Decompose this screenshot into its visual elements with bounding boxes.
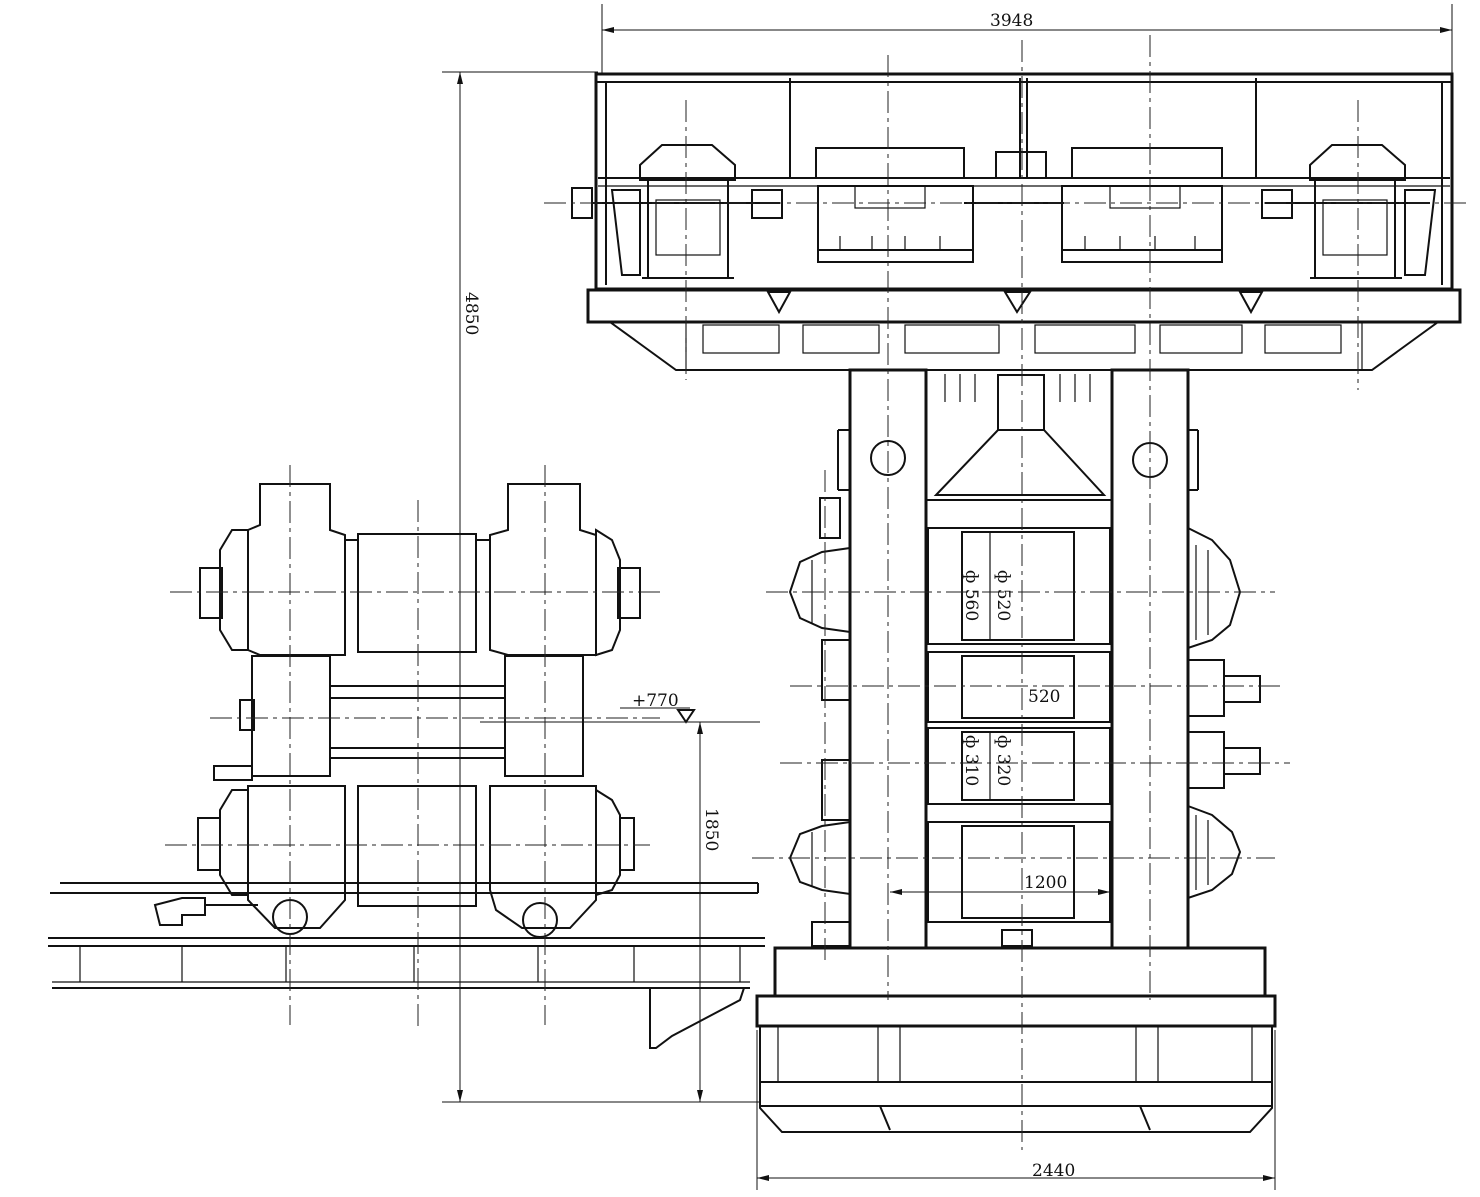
screwdown-gearbox-left (571, 144, 783, 279)
side-chock-column-left (197, 483, 346, 935)
level-height-label: 1850 (701, 808, 721, 851)
dim-total-height (442, 71, 760, 1103)
level-mark-label: +770 (632, 691, 679, 711)
housing-post-left (837, 368, 928, 950)
roll-dia-backup-a: ф 520 (993, 570, 1013, 621)
front-view: 3948 (544, 4, 1470, 1190)
dim-base-width (756, 1030, 1276, 1190)
top-crossbeam (586, 72, 1462, 371)
dim-total-height-label: 4850 (461, 292, 481, 335)
side-rolls (330, 533, 505, 907)
stand-base (755, 946, 1277, 1133)
roll-dia-work-a: ф 320 (993, 735, 1013, 786)
dim-top-width (601, 4, 1453, 75)
housing-post-right (1110, 368, 1199, 950)
chock-right-stack (1187, 526, 1261, 900)
dim-base-width-label: 2440 (1032, 1161, 1075, 1181)
work-roll-bottom (927, 727, 1111, 805)
roll-dia-work-b: ф 310 (961, 735, 981, 786)
side-chock-column-right (489, 483, 641, 938)
backup-roll-top (927, 527, 1111, 645)
work-roll-top (927, 651, 1111, 723)
screwdown-motor-right (1061, 147, 1223, 263)
housing-top-truss (926, 374, 1112, 501)
roll-dia-backup-b: ф 560 (961, 570, 981, 621)
bottom-wedge (1001, 929, 1033, 947)
level-mark (480, 707, 760, 1102)
dim-roll-width (890, 889, 1110, 895)
screwdown-motor-left (815, 147, 974, 263)
side-rail-table (48, 882, 765, 1049)
screwdown-gearbox-right (1261, 144, 1437, 279)
chock-left-stack (788, 497, 851, 947)
front-view-centerlines (544, 35, 1470, 1150)
dim-roll-width-label: 1200 (1024, 873, 1067, 893)
side-view-centerlines (165, 465, 660, 1030)
dim-top-width-label: 3948 (990, 11, 1033, 31)
dim-mid-roll-label: 520 (1028, 687, 1060, 707)
side-view (48, 465, 765, 1049)
backup-roll-bottom (927, 821, 1111, 923)
